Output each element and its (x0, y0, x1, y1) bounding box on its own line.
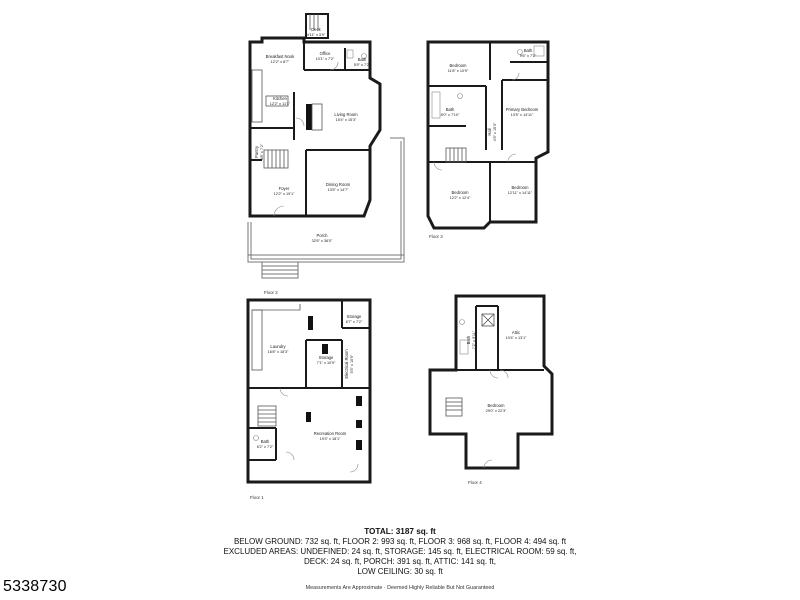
room-dims: 13'5" x 14'7" (328, 188, 349, 192)
room-dims: 12'2" x 12'4" (450, 196, 471, 200)
room-dims: 13'5" x 14'11" (511, 113, 534, 117)
floor-label: Floor 2 (264, 290, 278, 295)
room-dims: 6'2" x 7'2" (257, 445, 274, 449)
room-dims: 19'3" x 18'1" (320, 437, 341, 441)
room-dims: 16'8" x 18'3" (268, 350, 289, 354)
room-label: Storage (347, 314, 362, 319)
room-label: Bath (466, 335, 471, 344)
room-label: Breakfast Nook (266, 54, 296, 59)
room-dims: 12'2" x 11'1" (270, 102, 291, 106)
room-label: Bedroom (450, 63, 468, 68)
summary-line-3: DECK: 24 sq. ft, PORCH: 391 sq. ft, ATTI… (304, 557, 496, 566)
room-label: Hall (487, 128, 492, 135)
room-dims: 32'6" x 36'0" (312, 239, 333, 243)
room-label: Electrical Room (344, 349, 349, 379)
disclaimer: Measurements Are Approximate · Deemed Hi… (305, 585, 495, 591)
room-dims: 11'8" x 10'9" (448, 69, 469, 73)
room-dims: 4'5" x 15'3" (493, 122, 497, 141)
listing-id: 5338730 (3, 578, 67, 595)
room-label: Bedroom (512, 185, 530, 190)
room-label: Office (320, 51, 332, 56)
room-label: Laundry (270, 344, 286, 349)
room-dims: 12'2" x 8'7" (271, 60, 290, 64)
room-label: Bath (261, 439, 270, 444)
room-label: Recreation Room (314, 431, 347, 436)
floor-label: Floor 4 (468, 480, 482, 485)
room-dims: 10'1" x 7'2" (316, 57, 335, 61)
room-label: Living Room (334, 112, 358, 117)
room-dims: 8'0" x 7'10" (441, 113, 460, 117)
room-label: Porch (317, 233, 329, 238)
floor-label: Floor 1 (250, 495, 264, 500)
room-dims: 15'4" x 15'3" (336, 118, 357, 122)
room-dims: 6'7" x 7'2" (346, 320, 363, 324)
room-label: Storage (319, 355, 334, 360)
room-label: Primary Bedroom (506, 107, 539, 112)
room-dims: 10'4" x 13'1" (506, 336, 527, 340)
room-label: Bedroom (488, 403, 506, 408)
floor-3-plan (426, 40, 550, 230)
room-dims: 5'5" x 10'9" (350, 354, 354, 373)
room-dims: 5'9" x 7'2" (354, 63, 371, 67)
floor-1-plan (246, 298, 372, 484)
total-area: TOTAL: 3187 sq. ft (364, 527, 436, 536)
room-label: Dining Room (326, 182, 351, 187)
room-dims: 3'8" x 7'2" (260, 143, 264, 160)
room-label: Attic (512, 330, 520, 335)
summary-line-4: LOW CEILING: 30 sq. ft (357, 567, 443, 576)
room-label: Kitchen (273, 96, 288, 101)
room-label: Bath (446, 107, 455, 112)
room-label: Bath (524, 48, 533, 53)
room-dims: 4'11" x 3'9" (307, 33, 326, 37)
room-dims: 12'11" x 14'11" (508, 191, 533, 195)
summary-line-1: BELOW GROUND: 732 sq. ft, FLOOR 2: 993 s… (233, 537, 567, 546)
floor-2-plan (247, 13, 405, 279)
room-dims: 7'1" x 10'9" (317, 361, 336, 365)
room-label: Bedroom (452, 190, 470, 195)
room-dims: 12'2" x 19'1" (274, 192, 295, 196)
summary-line-2: EXCLUDED AREAS: UNDEFINED: 24 sq. ft, ST… (223, 547, 577, 556)
room-label: Pantry (254, 145, 259, 158)
room-label: Deck (311, 27, 321, 32)
room-label: Bath (358, 57, 367, 62)
room-dims: 7'2" x 9'11" (472, 330, 476, 349)
floor-4-plan (428, 294, 554, 470)
room-dims: 29'0" x 22'3" (486, 409, 507, 413)
room-label: Foyer (279, 186, 290, 191)
area-summary: TOTAL: 3187 sq. ft BELOW GROUND: 732 sq.… (0, 527, 800, 593)
floor-label: Floor 3 (429, 234, 443, 239)
room-dims: 9'6" x 7'2" (520, 54, 537, 58)
